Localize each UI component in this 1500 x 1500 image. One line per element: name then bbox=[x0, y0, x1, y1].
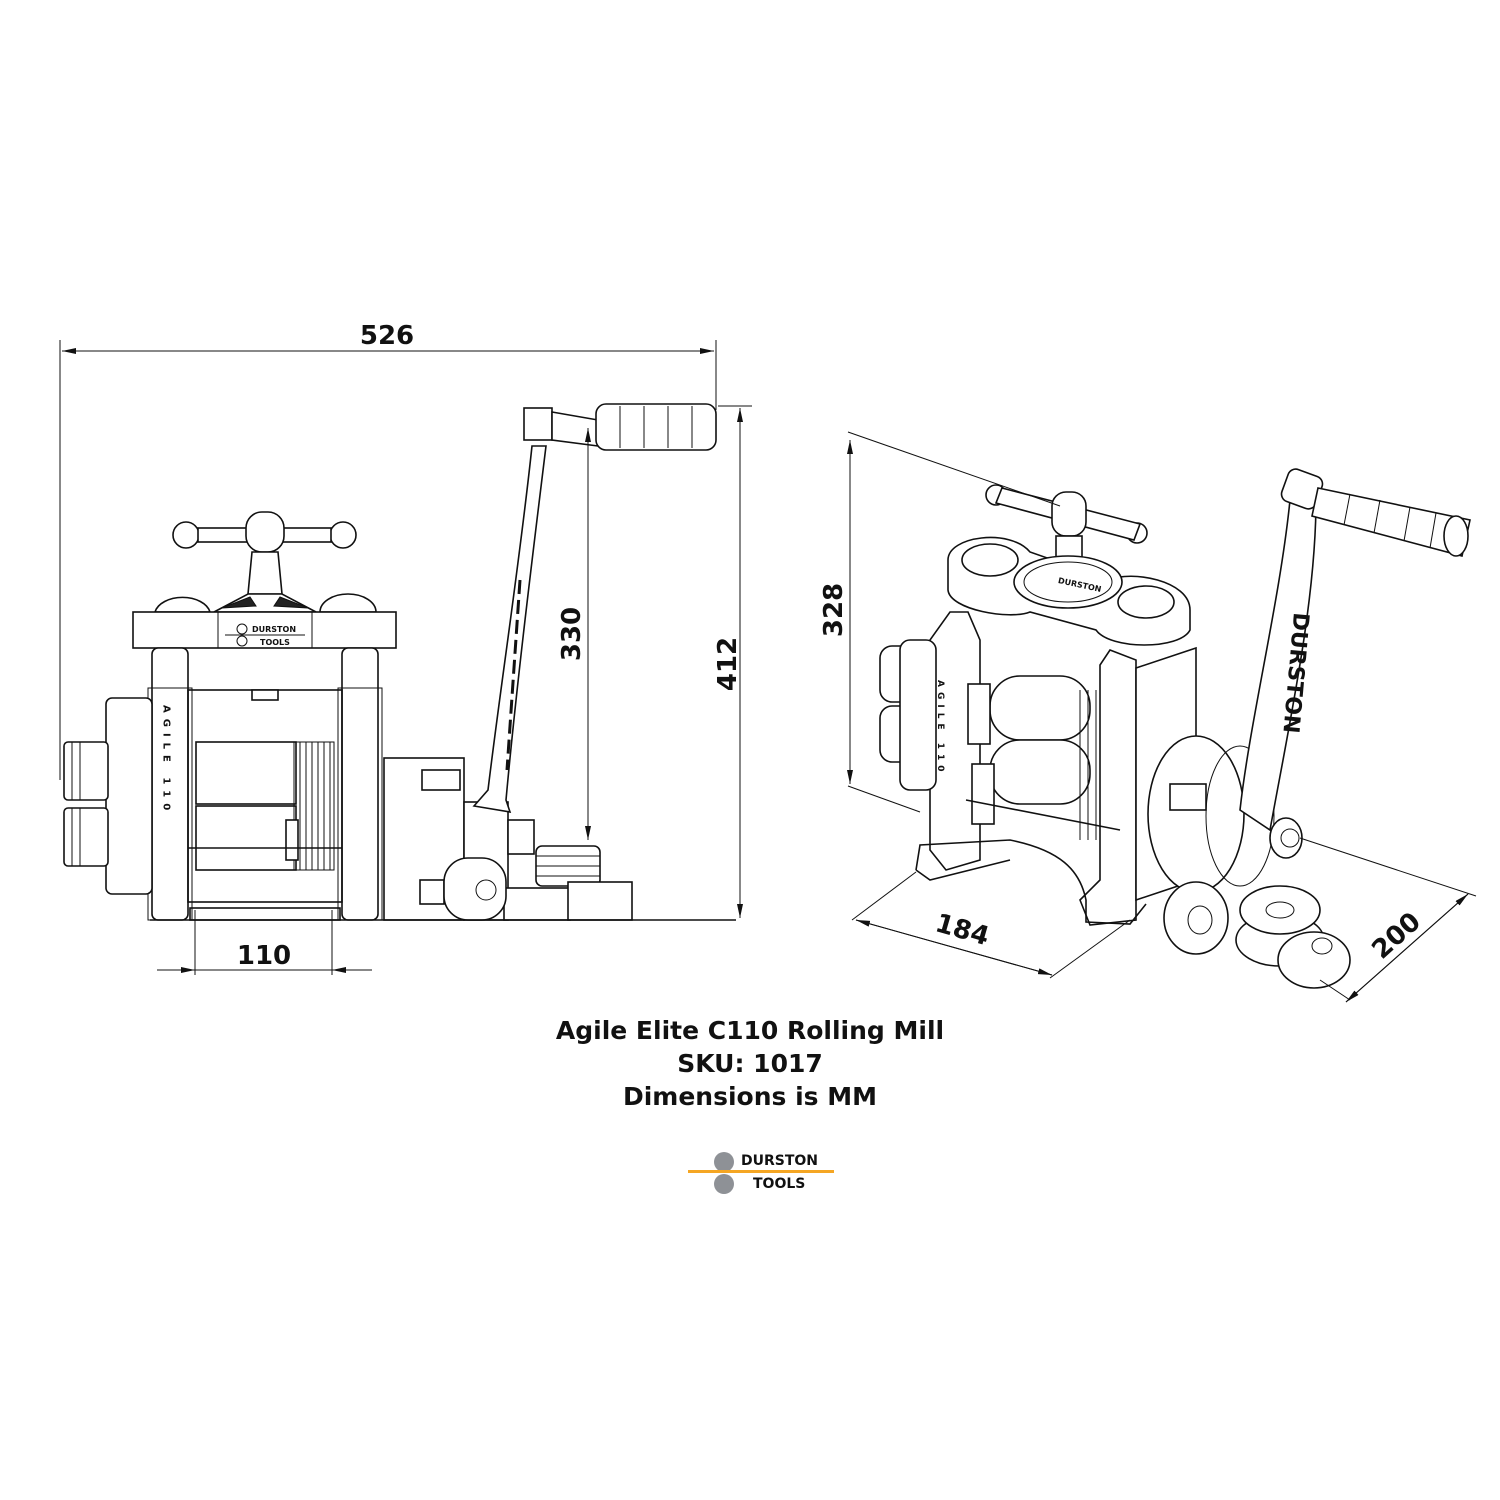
dim-330: 330 bbox=[557, 607, 587, 661]
dim-110: 110 bbox=[237, 941, 291, 971]
top-plate bbox=[132, 611, 397, 649]
plate-brand-top: DURSTON bbox=[252, 625, 296, 634]
caption-units: Dimensions is MM bbox=[622, 1082, 878, 1111]
side-label: AGILE 110 bbox=[161, 705, 172, 816]
logo-circle-top bbox=[714, 1152, 734, 1172]
dim-526: 526 bbox=[360, 321, 414, 351]
isometric-view: DURSTON AGILE 110 DURSTON bbox=[879, 468, 1471, 989]
logo-text-top: DURSTON bbox=[741, 1153, 819, 1169]
logo-accent-bar bbox=[688, 1170, 834, 1173]
front-view: DURSTON TOOLS AGILE 110 bbox=[63, 403, 736, 921]
durston-logo: DURSTON TOOLS bbox=[688, 1150, 834, 1196]
dim-412: 412 bbox=[713, 637, 743, 691]
spare-roller bbox=[443, 857, 507, 921]
caption-sku: SKU: 1017 bbox=[677, 1049, 823, 1078]
dim-328: 328 bbox=[819, 583, 849, 637]
logo-circle-bottom bbox=[714, 1174, 734, 1194]
plate-brand-bottom: TOOLS bbox=[260, 638, 290, 647]
dim-184: 184 bbox=[932, 908, 992, 952]
iso-side-label: AGILE 110 bbox=[935, 680, 945, 777]
handle-grip bbox=[595, 403, 717, 451]
logo-text-bottom: TOOLS bbox=[753, 1176, 806, 1192]
gauge-dial bbox=[1013, 555, 1123, 609]
caption-title: Agile Elite C110 Rolling Mill bbox=[555, 1016, 945, 1045]
front-dimensions: 526 412 330 110 bbox=[59, 321, 752, 975]
